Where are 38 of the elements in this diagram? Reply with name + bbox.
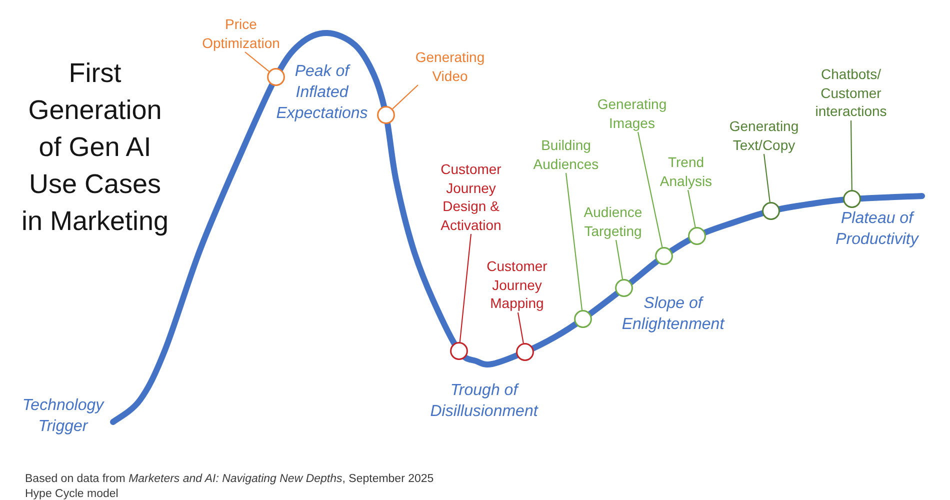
circle-marker	[516, 343, 534, 361]
phase-label: Trough of Disillusionment	[429, 381, 540, 422]
phase-label: Peak of Inflated Expectations	[275, 62, 369, 124]
leader-line	[517, 312, 524, 344]
circle-marker	[574, 310, 592, 328]
leader-line	[244, 52, 270, 72]
circle-marker	[762, 202, 780, 220]
phase-label: Slope of Enlightenment	[620, 294, 726, 335]
leader-line	[459, 234, 472, 342]
phase-label: Technology Trigger	[21, 396, 106, 437]
source-note: Hype Cycle model	[25, 487, 118, 500]
use-case-label: Customer Journey Mapping	[483, 257, 551, 312]
circle-marker	[450, 342, 468, 360]
circle-marker	[843, 190, 861, 208]
leader-line	[637, 132, 663, 248]
use-case-label: Generating Video	[412, 48, 488, 85]
leader-line	[392, 84, 418, 110]
use-case-label: Chatbots/ Customer interactions	[812, 65, 890, 120]
caption-text: Based on data from Marketers and AI: Navigating New Depths, September 2025	[25, 472, 434, 486]
leader-line	[850, 120, 852, 190]
circle-marker	[377, 106, 395, 124]
diagram-title: First Generation of Gen AI Use Cases in Marketing	[20, 57, 170, 238]
use-case-label: Audience Targeting	[580, 203, 646, 240]
use-case-label: Generating Images	[594, 95, 670, 132]
use-case-label: Price Optimization	[199, 15, 283, 52]
leader-line	[615, 240, 624, 280]
leader-line	[763, 154, 770, 202]
use-case-label: Customer Journey Design & Activation	[437, 160, 505, 234]
circle-marker	[267, 68, 285, 86]
use-case-label: Trend Analysis	[656, 153, 716, 190]
circle-marker	[688, 227, 706, 245]
leader-line	[565, 172, 583, 310]
circle-marker	[655, 247, 673, 265]
circle-marker	[615, 279, 633, 297]
phase-label: Plateau of Productivity	[834, 209, 920, 250]
use-case-label: Generating Text/Copy	[726, 117, 802, 154]
use-case-label: Building Audiences	[530, 136, 602, 173]
leader-line	[687, 190, 696, 228]
